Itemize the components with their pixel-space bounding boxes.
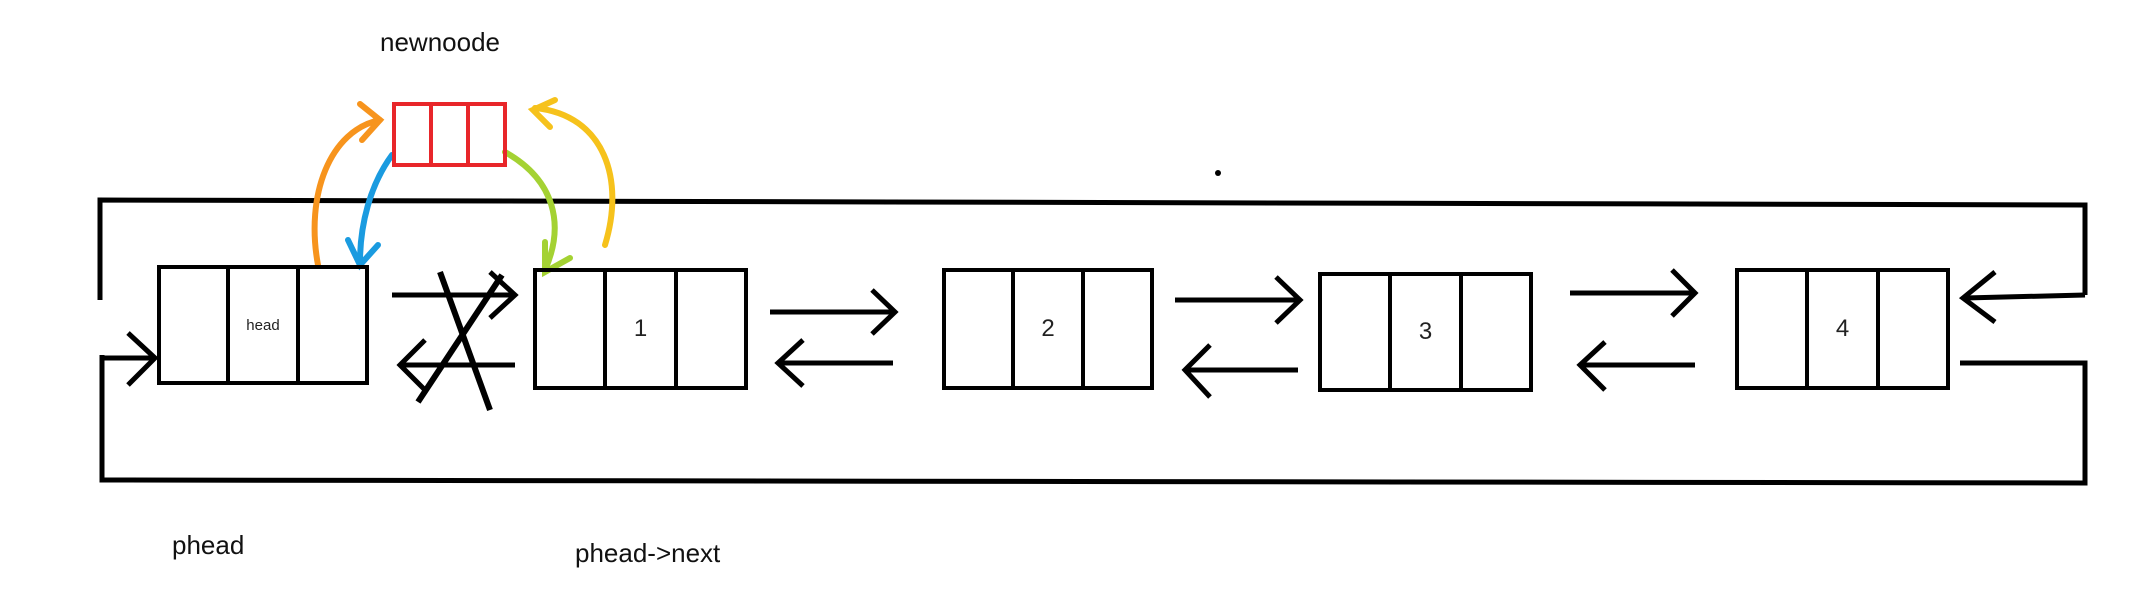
prev-arrowhead-3-to-2 xyxy=(1181,343,1212,399)
prev-arrowhead-1-to-head xyxy=(396,338,427,392)
arrowhead-yellow xyxy=(527,97,558,130)
node-2-data-cell: 2 xyxy=(1011,272,1080,386)
arrowhead-green xyxy=(542,239,573,278)
prev-arrowhead-2-to-1 xyxy=(774,338,805,388)
node-4: 4 xyxy=(1735,268,1950,390)
circular-arrowhead-head xyxy=(126,331,159,387)
circular-link-bottom xyxy=(99,355,2088,486)
cross-out-stroke-1 xyxy=(437,270,493,412)
node-1-data-cell: 1 xyxy=(603,272,673,386)
new-node-data-cell xyxy=(429,106,466,163)
node-3-prev-cell xyxy=(1322,276,1388,388)
node-2: 2 xyxy=(942,268,1154,390)
node-2-next-cell xyxy=(1080,272,1150,386)
next-arrowhead-3-to-4 xyxy=(1670,268,1699,318)
label-phead-next: phead->next xyxy=(575,538,721,568)
node-4-data-cell: 4 xyxy=(1805,272,1875,386)
arrow-head-next-to-newnode xyxy=(311,117,383,268)
node-3-data-cell: 3 xyxy=(1388,276,1458,388)
circular-arrow-into-node-4 xyxy=(1964,292,2086,301)
node-3: 3 xyxy=(1318,272,1533,392)
new-node-next-cell xyxy=(466,106,503,163)
prev-arrowhead-4-to-3 xyxy=(1576,340,1607,392)
node-3-next-cell xyxy=(1458,276,1529,388)
circular-link-top xyxy=(97,197,2088,300)
node-head-data-cell: head xyxy=(226,269,295,381)
new-node xyxy=(392,102,507,167)
circular-arrowhead-node-4 xyxy=(1958,270,1997,324)
node-1: 1 xyxy=(533,268,748,390)
node-head-prev-cell xyxy=(161,269,226,381)
node-4-prev-cell xyxy=(1739,272,1805,386)
node-1-prev-cell xyxy=(537,272,603,386)
node-head: head xyxy=(157,265,369,385)
next-arrowhead-1-to-2 xyxy=(870,288,899,336)
node-4-next-cell xyxy=(1875,272,1946,386)
cross-out-stroke-2 xyxy=(415,273,505,404)
arrow-newnode-next-to-node-1 xyxy=(502,149,558,273)
arrowhead-orange xyxy=(357,101,385,143)
label-phead: phead xyxy=(172,530,245,560)
node-1-next-cell xyxy=(673,272,744,386)
next-arrowhead-2-to-3 xyxy=(1274,275,1304,325)
new-node-prev-cell xyxy=(396,106,429,163)
stray-dot xyxy=(1215,170,1221,176)
label-newnode: newnoode xyxy=(380,27,500,57)
arrow-newnode-prev-to-head xyxy=(357,152,395,265)
node-head-next-cell xyxy=(295,269,365,381)
node-2-prev-cell xyxy=(946,272,1011,386)
arrow-node-1-prev-to-newnode xyxy=(532,105,616,248)
